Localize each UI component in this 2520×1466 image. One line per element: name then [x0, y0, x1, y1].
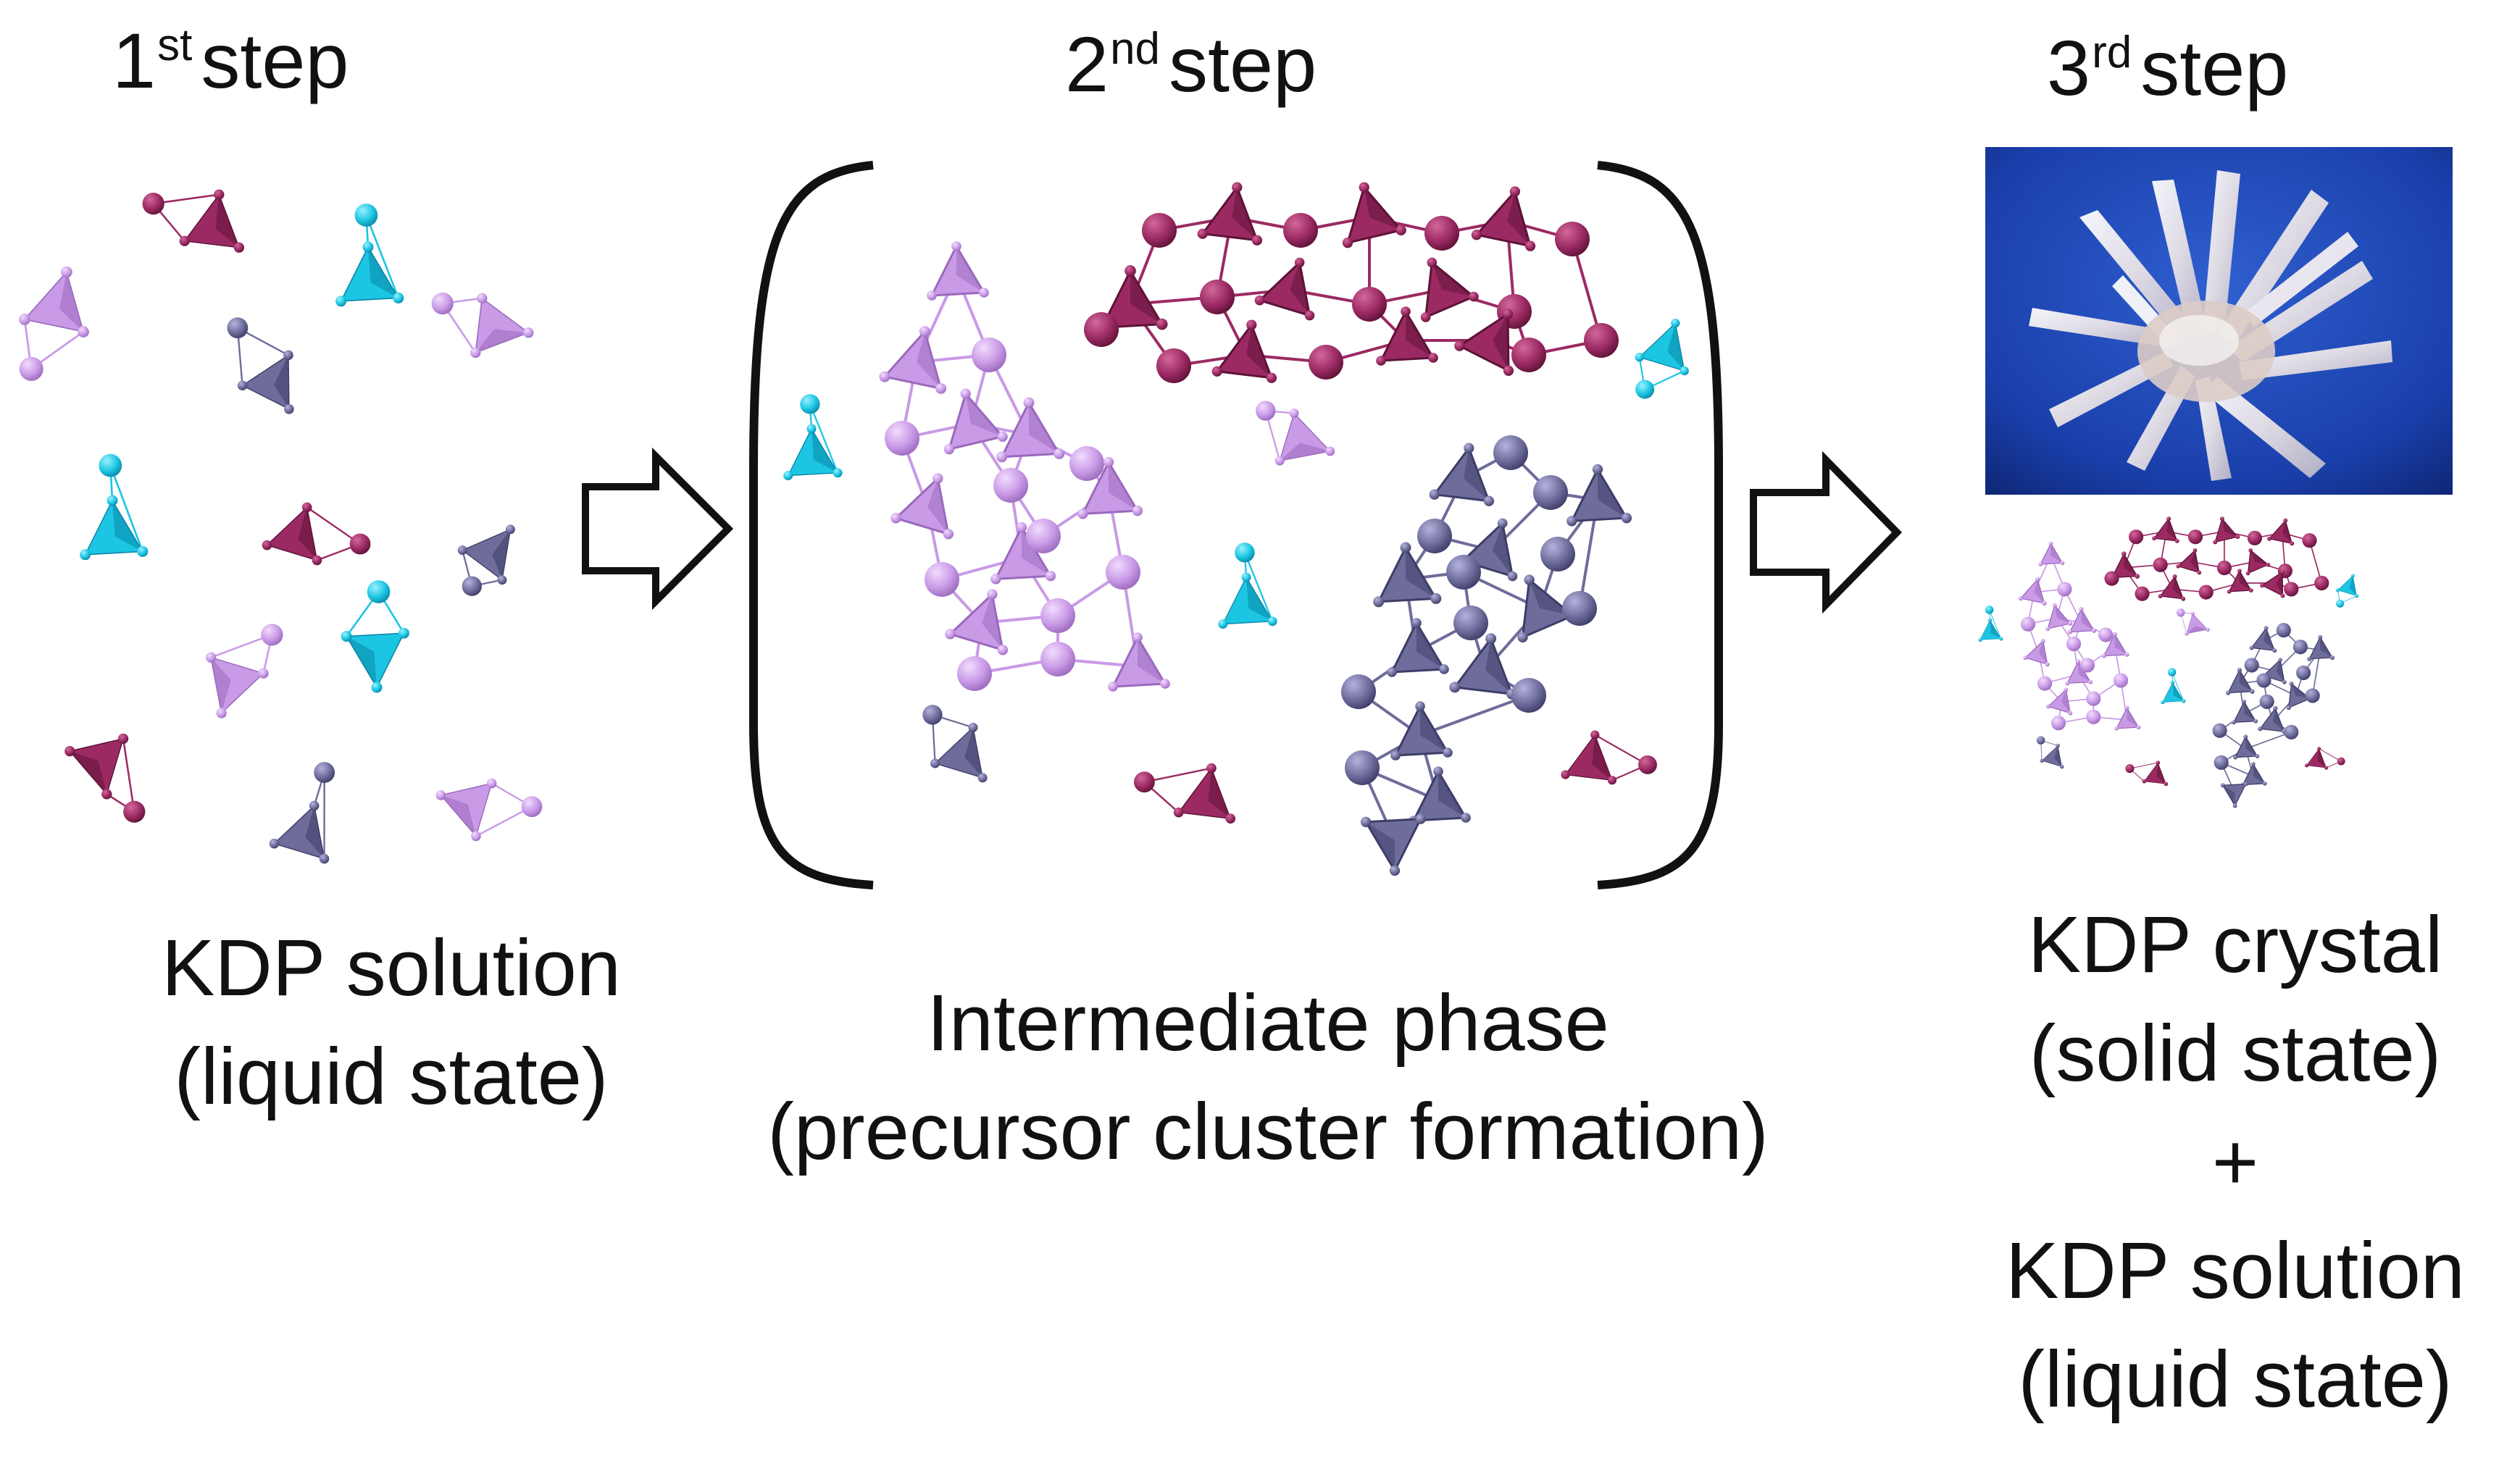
- molecule-unit: [19, 266, 89, 381]
- precursor-cluster: [2018, 541, 2141, 731]
- step2-label: step: [1169, 20, 1317, 108]
- precursor-cluster: [2104, 516, 2329, 601]
- precursor-cluster: [1084, 182, 1619, 383]
- arrow-step2-to-step3: [1750, 451, 1903, 614]
- step3-ordinal-suffix: rd: [2092, 27, 2132, 78]
- mixture-miniature: [1978, 516, 2359, 808]
- molecule-unit: [457, 524, 515, 596]
- step2-caption-line: Intermediate phase: [927, 979, 1609, 1068]
- step2-caption-line: (precursor cluster formation): [767, 1087, 1769, 1176]
- step2-caption: Intermediate phase (precursor cluster fo…: [681, 969, 1855, 1186]
- step2-ordinal-suffix: nd: [1110, 23, 1161, 74]
- molecule-unit: [1133, 763, 1236, 824]
- molecule-unit: [227, 317, 294, 414]
- molecule-unit: [335, 204, 404, 307]
- molecule-unit: [2125, 761, 2169, 787]
- liquid-state-units: [19, 189, 543, 864]
- step3-caption-line: +: [2211, 1118, 2259, 1207]
- molecule-unit: [435, 778, 543, 842]
- precursor-cluster: [879, 241, 1170, 692]
- intermediate-phase-clusters: [1978, 516, 2359, 808]
- molecule-unit: [1218, 543, 1277, 629]
- molecule-unit: [269, 762, 335, 864]
- step3-ordinal-number: 3: [2047, 24, 2091, 112]
- step3-caption-line: KDP crystal: [2027, 900, 2443, 989]
- molecule-unit: [2335, 574, 2359, 608]
- left-bracket: [749, 161, 874, 889]
- step1-caption: KDP solution (liquid state): [101, 914, 681, 1131]
- step1-caption-line: (liquid state): [174, 1032, 609, 1121]
- solid-and-liquid-mixture: [1978, 516, 2359, 808]
- step3-label: step: [2140, 24, 2289, 112]
- molecule-unit: [783, 394, 843, 481]
- step3-caption-line: (liquid state): [2018, 1335, 2453, 1424]
- step1-ordinal-suffix: st: [157, 20, 193, 70]
- molecule-unit: [64, 733, 146, 823]
- precursor-cluster: [2212, 623, 2335, 808]
- molecule-unit: [341, 580, 409, 693]
- step3-caption: KDP crystal (solid state) + KDP solution…: [1956, 891, 2514, 1434]
- molecule-unit: [1256, 401, 1335, 466]
- molecule-unit: [1635, 319, 1689, 399]
- arrow-step1-to-step2: [582, 447, 734, 611]
- intermediate-phase-clusters: [783, 182, 1689, 876]
- right-bracket: [1597, 161, 1723, 889]
- molecule-unit: [1978, 606, 2003, 642]
- step1-label: step: [201, 17, 349, 104]
- kdp-crystal-photo: [1985, 147, 2453, 495]
- molecule-unit: [2176, 608, 2210, 636]
- molecule-unit: [922, 705, 988, 783]
- molecule-unit: [1561, 730, 1657, 785]
- precursor-cluster: [1341, 435, 1632, 876]
- step2-ordinal-number: 2: [1065, 20, 1109, 108]
- molecule-unit: [142, 189, 245, 253]
- molecule-unit: [205, 624, 283, 719]
- molecule-unit: [2161, 668, 2186, 705]
- step3-caption-line: KDP solution: [2006, 1226, 2465, 1315]
- molecule-unit: [262, 502, 371, 566]
- step1-caption-line: KDP solution: [162, 923, 621, 1013]
- step3-caption-line: (solid state): [2029, 1009, 2442, 1098]
- step1-ordinal-number: 1: [112, 17, 157, 104]
- molecule-unit: [80, 453, 149, 561]
- molecule-unit: [431, 292, 534, 359]
- molecule-unit: [2304, 747, 2345, 770]
- molecule-unit: [2036, 736, 2064, 769]
